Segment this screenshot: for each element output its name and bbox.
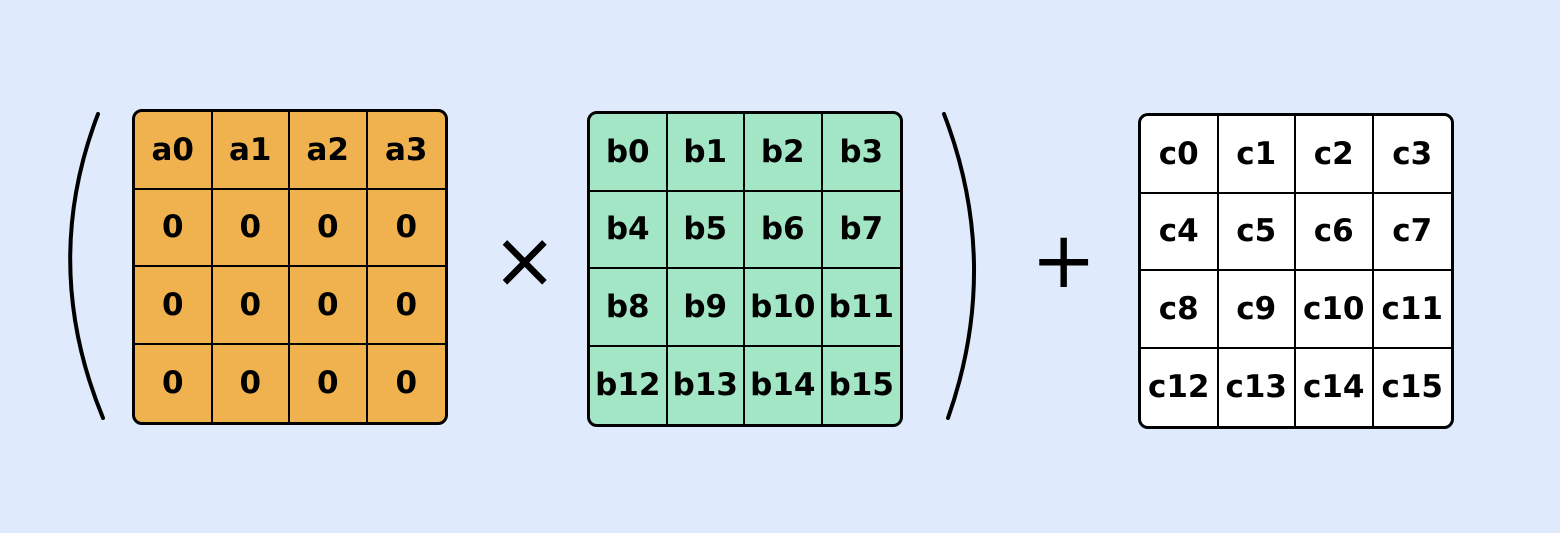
matrix-c-cell: c12: [1141, 348, 1219, 426]
matrix-b-cell: b12: [590, 346, 668, 424]
right-parenthesis: [942, 112, 976, 420]
matrix-c-cell: c0: [1141, 116, 1219, 194]
matrix-a-cell: a1: [212, 112, 290, 190]
matrix-a-cell: a0: [135, 112, 213, 190]
matrix-b-cell: b8: [590, 269, 668, 347]
matrix-b-cell: b15: [828, 367, 894, 404]
matrix-c-cell: c15: [1381, 369, 1443, 406]
matrix-c-cell: c13: [1219, 348, 1296, 426]
matrix-a-cell: a2: [290, 112, 368, 190]
matrix-c-cell: c3: [1373, 116, 1451, 194]
matrix-b-cell: b14: [745, 346, 823, 424]
matrix-a-cell: a3: [367, 112, 445, 190]
matrix-c-cell: c2: [1296, 116, 1374, 194]
matrix-b-cell: b0: [590, 114, 668, 192]
matrix-b-cell: b4: [590, 191, 668, 269]
matrix-b-cell: b10: [745, 269, 823, 347]
matrix-c-cell: c14: [1296, 348, 1374, 426]
matrix-c-cell: c1: [1218, 116, 1296, 194]
matrix-a-cell: 0: [135, 344, 213, 422]
left-parenthesis: [68, 112, 105, 420]
matrix-c-cell: c4: [1141, 193, 1219, 271]
matrix-b-cell: b6: [745, 191, 823, 269]
matrix-a-cell: 0: [367, 267, 445, 345]
matrix-a-cell: 0: [290, 189, 368, 267]
plus-operator: +: [1031, 216, 1097, 306]
matrix-b-cell: b1: [667, 114, 745, 192]
matrix-a-cell: 0: [290, 344, 368, 422]
matrix-b-cell: b5: [667, 191, 745, 269]
matrix-a-cell: 0: [395, 365, 418, 402]
matrix-a-cell: 0: [290, 267, 368, 345]
multiply-operator: ×: [492, 216, 558, 306]
matrix-b-cell: b3: [822, 114, 900, 192]
matrix-b-cell: b11: [822, 269, 900, 347]
matrix-c-cell: c9: [1218, 271, 1296, 349]
matrix-c-cell: c7: [1373, 194, 1451, 271]
matrix-a-cell: 0: [135, 189, 213, 267]
matrix-b-cell: b7: [822, 192, 900, 269]
matrix-a-cell: 0: [212, 267, 290, 345]
matrix-b-cell: b2: [745, 114, 823, 192]
matrix-a-cell: 0: [212, 189, 290, 267]
matrix-b-cell: b9: [667, 269, 745, 347]
matrix-c-cell: c10: [1296, 271, 1374, 349]
matrix-c-cell: c8: [1141, 271, 1219, 349]
matrix-c-cell: c6: [1296, 193, 1374, 271]
matrix-a-cell: 0: [367, 190, 445, 267]
matrix-b-cell: b13: [668, 346, 745, 424]
matrix-c-cell: c11: [1373, 271, 1451, 349]
matrix-a-cell: 0: [213, 344, 290, 422]
matrix-a-cell: 0: [135, 267, 213, 345]
matrix-c-cell: c5: [1218, 193, 1296, 271]
